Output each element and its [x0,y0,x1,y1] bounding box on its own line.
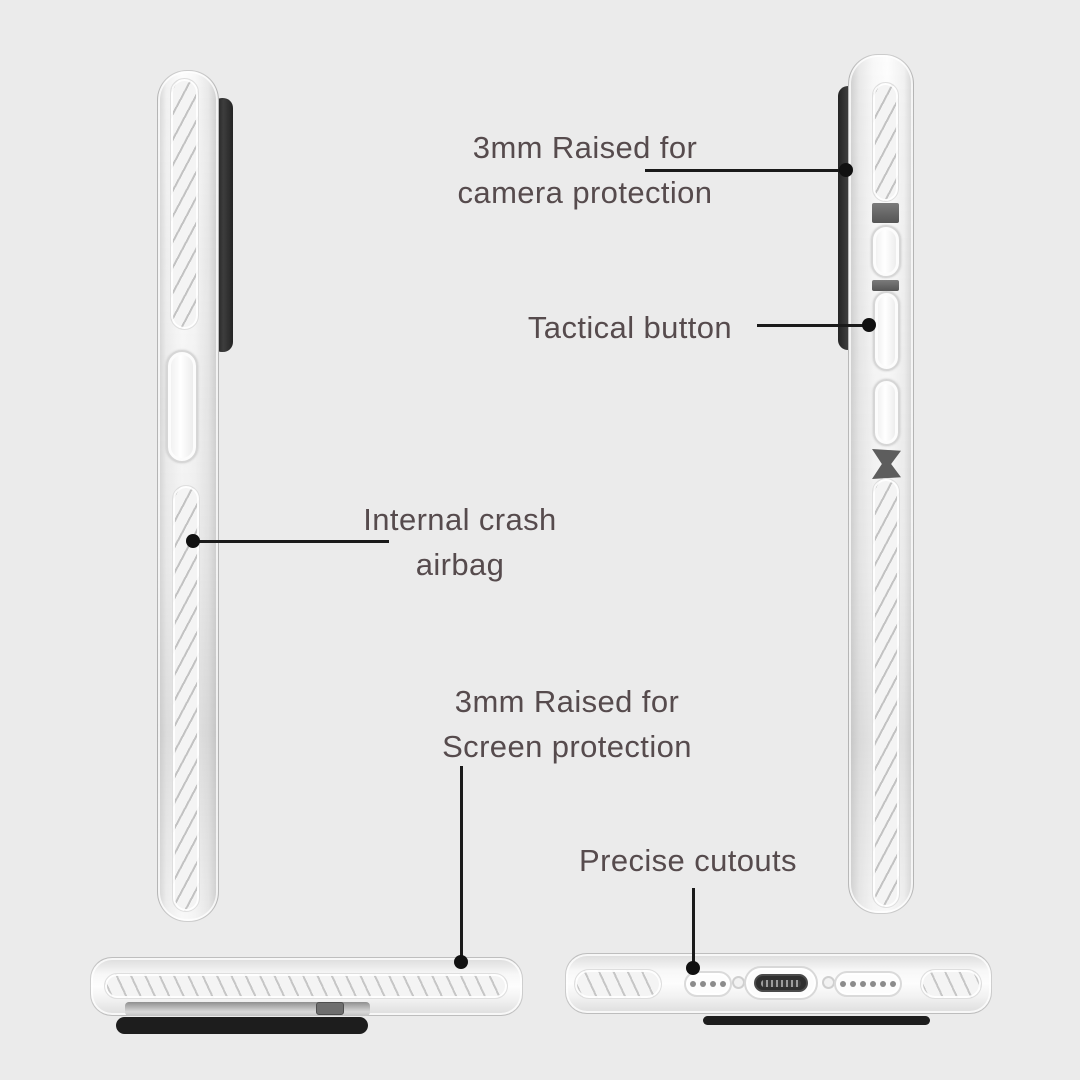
action-button [871,225,901,278]
right-side-view [834,50,924,918]
speaker-hole [870,981,876,987]
button-cutout [872,203,899,223]
speaker-hole [860,981,866,987]
annotation-line: Screen protection [442,729,692,764]
annotation-line: Precise cutouts [579,843,797,878]
volume-button [166,350,198,463]
chevron-grip-strip-top [872,82,899,202]
annotation-tactical-button: Tactical button [480,305,780,350]
left-side-view [150,66,245,928]
speaker-hole [890,981,896,987]
grip-pad-right [920,969,982,999]
annotation-line: Internal crash [363,502,557,537]
button-cutout [872,280,899,291]
grip-pad-left [574,969,662,999]
leader-dot-camera-protection [839,163,853,177]
speaker-grille-left [684,971,732,997]
speaker-hole [880,981,886,987]
annotation-line: 3mm Raised for [454,684,680,719]
chevron-grip-strip [104,973,508,999]
bottom-edge-view-left [88,950,533,1045]
leader-dot-tactical-button [862,318,876,332]
annotation-screen-protection: 3mm Raised for Screen protection [417,679,717,769]
speaker-hole [690,981,696,987]
speaker-hole [700,981,706,987]
camera-bump [116,1017,368,1034]
leader-line-precise-cutouts [692,888,695,968]
lower-button [873,379,900,446]
phone-back-edge [125,1002,370,1016]
annotation-line: Tactical button [527,310,733,345]
annotation-line: camera protection [457,175,713,210]
leader-line-camera-protection [645,169,847,172]
tactical-button [873,291,900,371]
speaker-hole [850,981,856,987]
annotation-line: 3mm Raised for [472,130,698,165]
annotation-line: airbag [415,547,505,582]
usb-c-port [744,966,818,1000]
speaker-hole [720,981,726,987]
camera-bar-detail [316,1002,344,1015]
speaker-hole [840,981,846,987]
speaker-hole [710,981,716,987]
usb-c-pins [761,979,801,987]
leader-line-tactical-button [757,324,870,327]
leader-line-screen-protection [460,766,463,963]
leader-line-internal-airbag [192,540,389,543]
annotation-camera-protection: 3mm Raised for camera protection [405,125,765,215]
annotation-internal-airbag: Internal crash airbag [310,497,610,587]
speaker-grille-right [834,971,902,997]
leader-dot-precise-cutouts [686,961,700,975]
usb-c-connector [754,974,808,992]
chevron-grip-strip-bottom [172,485,200,912]
chevron-grip-strip-bottom [872,478,900,908]
annotation-precise-cutouts: Precise cutouts [538,838,838,883]
bottom-ports-view [560,945,1000,1035]
leader-dot-internal-airbag [186,534,200,548]
camera-bump [703,1016,930,1025]
chevron-grip-strip-top [170,78,199,330]
leader-dot-screen-protection [454,955,468,969]
